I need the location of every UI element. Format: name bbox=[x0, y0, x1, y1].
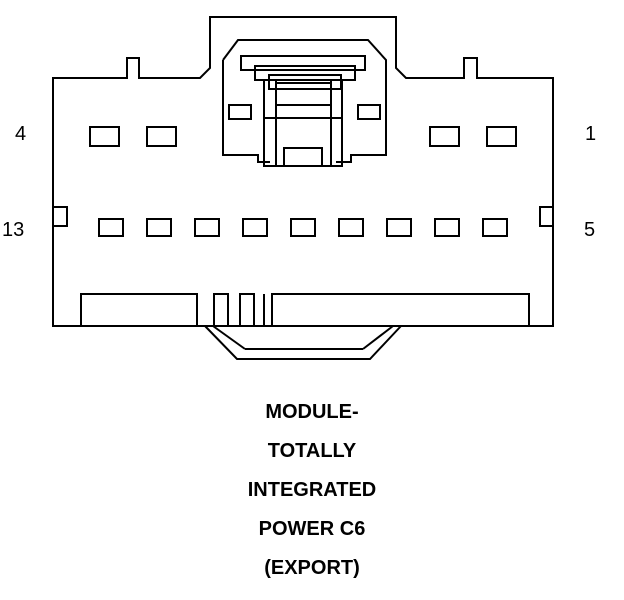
latch-outer bbox=[222, 39, 387, 163]
connector-housing bbox=[52, 16, 554, 327]
bottom-slot-left bbox=[80, 293, 198, 327]
pin-cavity-10 bbox=[242, 218, 268, 237]
caption-line-4: POWER C6 bbox=[258, 518, 366, 540]
pin-label-bottom-right: 5 bbox=[584, 219, 596, 241]
pin-cavity-5 bbox=[482, 218, 508, 237]
caption-line-1: MODULE- bbox=[265, 401, 359, 423]
pin-cavity-2 bbox=[429, 126, 460, 147]
bottom-tab-inner-line-right bbox=[362, 325, 394, 350]
bottom-slot-right bbox=[271, 293, 530, 327]
caption-line-5: (EXPORT) bbox=[264, 557, 360, 579]
pin-cavity-13 bbox=[98, 218, 124, 237]
caption-line-2: TOTALLY bbox=[267, 440, 357, 462]
pin-cavity-3 bbox=[146, 126, 177, 147]
pin-label-top-right: 1 bbox=[585, 123, 597, 145]
latch-side-right bbox=[357, 104, 381, 120]
pin-label-top-left: 4 bbox=[15, 123, 27, 145]
side-key-right bbox=[539, 206, 554, 227]
side-key-left bbox=[52, 206, 68, 227]
bottom-tab-inner-line bbox=[212, 325, 246, 350]
caption-line-3: INTEGRATED bbox=[247, 479, 377, 501]
pin-cavity-4 bbox=[89, 126, 120, 147]
latch-release-button bbox=[283, 147, 323, 167]
pin-label-bottom-left: 13 bbox=[2, 219, 25, 241]
latch-outer-left bbox=[222, 60, 270, 163]
pin-cavity-6 bbox=[434, 218, 460, 237]
pin-cavity-9 bbox=[290, 218, 316, 237]
pin-cavity-11 bbox=[194, 218, 220, 237]
bottom-slot-mid-1 bbox=[213, 293, 229, 327]
bottom-slot-mid-2 bbox=[239, 293, 255, 327]
pin-cavity-1 bbox=[486, 126, 517, 147]
latch-center-block bbox=[275, 82, 332, 106]
pin-cavity-8 bbox=[338, 218, 364, 237]
pin-cavity-7 bbox=[386, 218, 412, 237]
pin-cavity-12 bbox=[146, 218, 172, 237]
latch-bar-top bbox=[240, 55, 366, 71]
bottom-tab bbox=[204, 325, 402, 360]
latch-side-left bbox=[228, 104, 252, 120]
